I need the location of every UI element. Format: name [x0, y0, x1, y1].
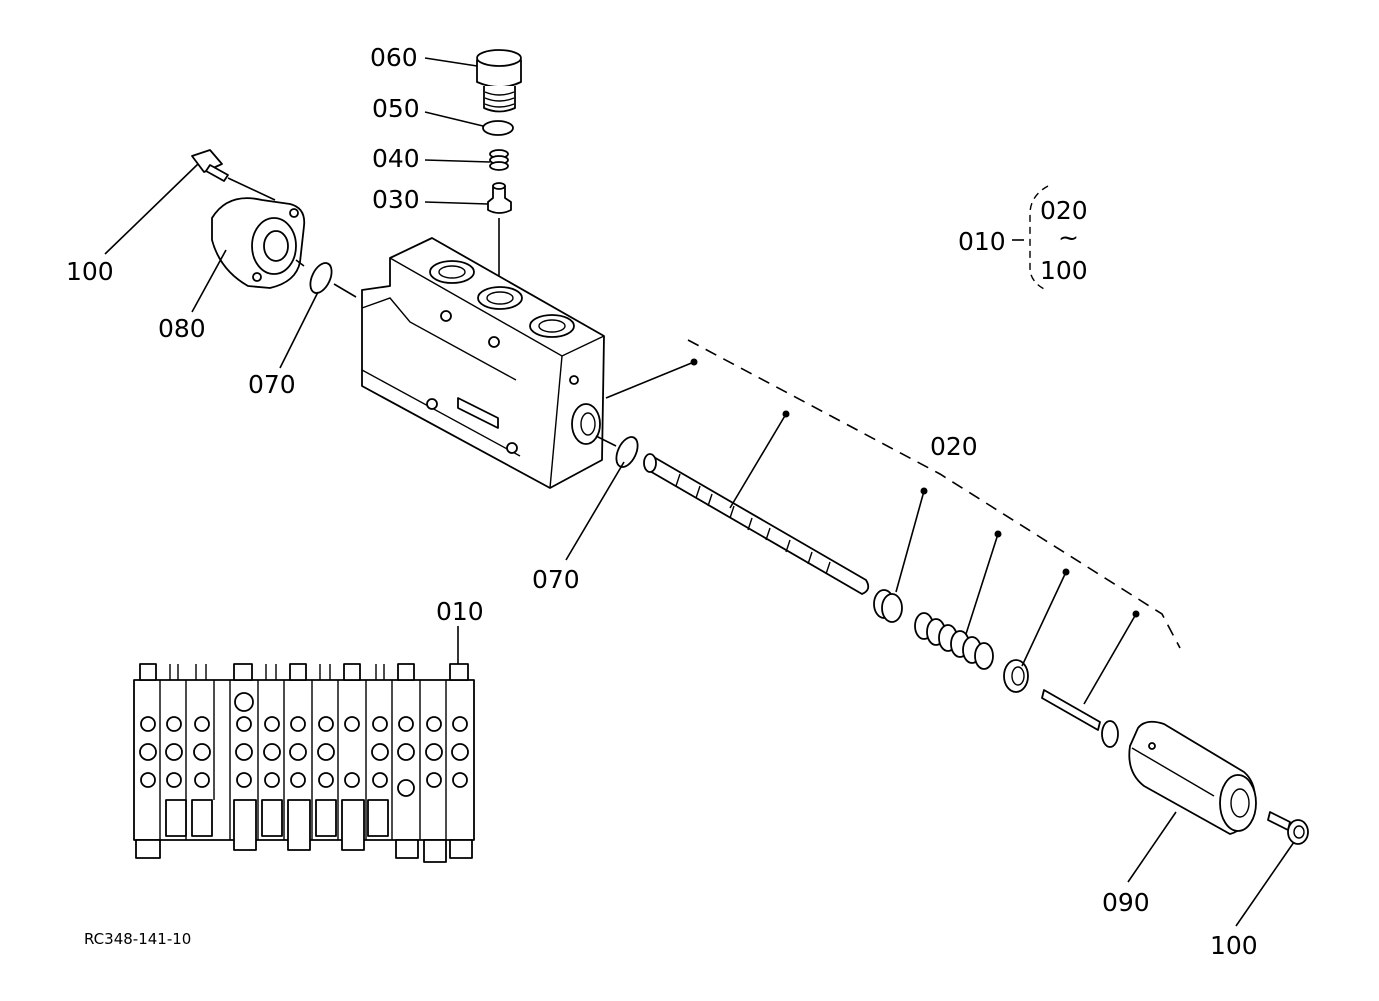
- callout-070-left: 070: [248, 370, 296, 399]
- part-080-cover: [211, 197, 306, 289]
- callout-070-mid: 070: [532, 565, 580, 594]
- part-090-cap: [1128, 720, 1257, 835]
- valve-body-section: [361, 237, 605, 489]
- drawing-code: RC348-141-10: [84, 930, 191, 948]
- part-040-spring: [489, 149, 509, 171]
- callout-100-top: 100: [66, 257, 114, 286]
- callout-040: 040: [372, 144, 420, 173]
- range-legend-bracket: [1012, 185, 1049, 291]
- part-100-bolt-bottom: [1267, 811, 1309, 845]
- part-070-o-ring-left: [295, 259, 357, 298]
- callout-030: 030: [372, 185, 420, 214]
- legend-tilde: ~: [1058, 223, 1079, 252]
- callout-010-bottom: 010: [436, 597, 484, 626]
- callout-090: 090: [1102, 888, 1150, 917]
- callout-080: 080: [158, 314, 206, 343]
- part-020-spool-assembly: [643, 453, 1119, 748]
- assembly-020-bracket: [605, 339, 1181, 705]
- legend-to-100: 100: [1040, 256, 1088, 285]
- callout-050: 050: [372, 94, 420, 123]
- legend-assembly-010: 010: [958, 227, 1006, 256]
- part-050-o-ring: [482, 120, 514, 136]
- part-060-plug: [476, 49, 522, 113]
- part-100-bolt-top: [191, 149, 276, 201]
- legend-from-020: 020: [1040, 196, 1088, 225]
- callout-100-bottom: 100: [1210, 931, 1258, 960]
- callout-020: 020: [930, 432, 978, 461]
- leader-lines: [104, 57, 1295, 927]
- part-070-o-ring-mid: [595, 435, 639, 468]
- valve-stack-010: [133, 626, 475, 863]
- callout-060: 060: [370, 43, 418, 72]
